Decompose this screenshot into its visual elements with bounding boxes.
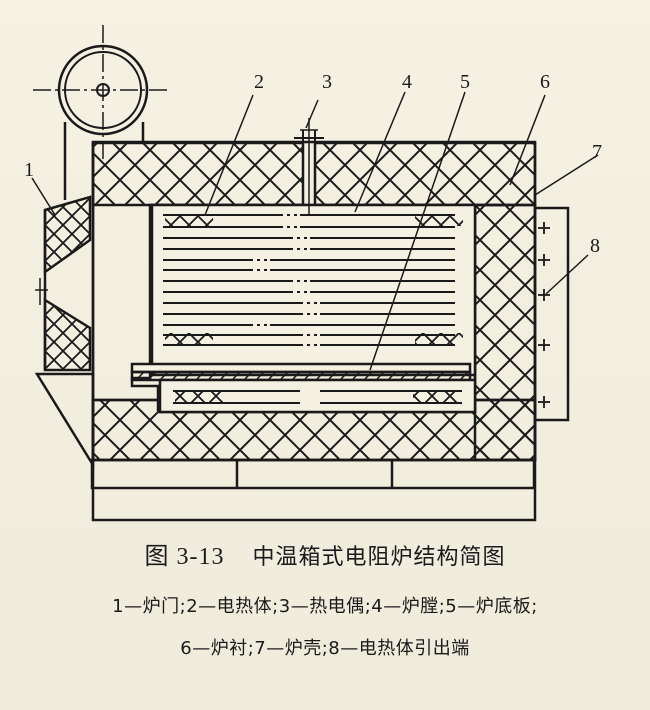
callout-3: 3 [322,71,332,93]
callout-1: 1 [24,159,34,181]
legend-item-8: 8—电热体引出端 [328,638,470,659]
legend-item-3: 3—热电偶; [278,596,372,617]
pulley-wheel [33,25,170,160]
legend-item-7: 7—炉壳; [254,638,329,659]
legend-item-2: 2—电热体; [186,596,279,617]
callout-2: 2 [254,71,264,93]
figure-caption: 图 3-13 中温箱式电阻炉结构简图 [0,536,650,571]
figure-title: 中温箱式电阻炉结构简图 [252,545,506,570]
legend-item-4: 4—炉膛; [371,596,446,617]
figure-number: 图 3-13 [144,544,225,570]
legend-item-5: 5—炉底板; [445,596,538,617]
legend-item-6: 6—炉衬; [180,638,255,659]
callout-4: 4 [402,71,412,93]
legend-line-1: 1—炉门;2—电热体;3—热电偶;4—炉膛;5—炉底板; [0,592,650,618]
callout-8: 8 [590,235,600,257]
callout-7: 7 [592,141,602,163]
legend-line-2: 6—炉衬;7—炉壳;8—电热体引出端 [0,634,650,660]
furnace-diagram [31,25,599,522]
legend-item-1: 1—炉门; [112,596,187,617]
callout-6: 6 [540,71,550,93]
callout-5: 5 [460,71,470,93]
